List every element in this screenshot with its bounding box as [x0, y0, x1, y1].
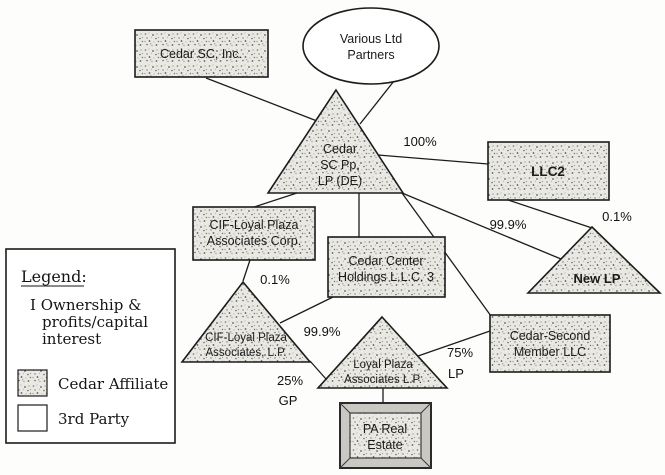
- various-ltd-partners-line1: Various Ltd: [340, 32, 402, 46]
- node-cedar-sc-pp: Cedar SC Pp, LP (DE): [266, 88, 405, 194]
- node-cif-loyal-plaza-corp: CIF-Loyal Plaza Associates Corp.: [192, 206, 316, 261]
- edge-llc2-to-newlp: [507, 199, 593, 229]
- new-lp-label: New LP: [574, 271, 621, 286]
- edge-cedarscinc-to-cedarscpp: [205, 77, 318, 122]
- legend-note-line2: profits/capital: [42, 313, 148, 331]
- node-pa-real-estate: PA Real Estate: [339, 402, 432, 469]
- cedar-sc-pp-triangle: [266, 88, 405, 194]
- cif-corp-line2: Associates Corp.: [207, 234, 301, 248]
- node-llc2: LLC2: [487, 141, 610, 201]
- edge-loyalplaza-to-cedarsecond: [417, 330, 491, 357]
- edge-label-lp-role: LP: [448, 366, 464, 381]
- edge-cedarscpp-to-cifcorp: [253, 192, 298, 208]
- pa-frame-bevel-bl: [339, 457, 351, 469]
- cedar-sc-pp-line2: SC Pp,: [320, 158, 360, 172]
- legend-swatch-3rd-party: [17, 404, 48, 432]
- cif-corp-line1: CIF-Loyal Plaza: [210, 218, 299, 232]
- edge-cifcorp-to-ciflp: [242, 259, 251, 282]
- legend-title: Legend:: [21, 267, 87, 286]
- cedar-center-line1: Cedar Center: [348, 254, 423, 268]
- pa-frame-bevel-tr: [420, 402, 432, 414]
- legend-label-3rd-party: 3rd Party: [58, 410, 130, 428]
- edge-label-0-1pct-top: 0.1%: [602, 209, 632, 224]
- llc2-box: [487, 141, 610, 201]
- new-lp-triangle: [526, 225, 662, 294]
- cedar-sc-inc-box: [134, 29, 269, 78]
- legend-note-line1: I Ownership &: [30, 296, 141, 314]
- node-cif-loyal-plaza-lp: CIF-Loyal Plaza Associates, L.P.: [180, 280, 312, 363]
- edge-label-100pct: 100%: [403, 134, 437, 149]
- edge-label-99-9pct-mid: 99.9%: [304, 324, 341, 339]
- edge-cedarcenter-to-ciflp: [279, 296, 334, 324]
- cedar-second-box: [489, 314, 611, 373]
- edge-label-0-1pct-left: 0.1%: [260, 272, 290, 287]
- edge-label-25pct: 25%: [277, 373, 303, 388]
- edge-cedarscpp-to-newlp: [401, 192, 562, 260]
- cedar-sc-inc-label: Cedar SC, Inc.: [160, 47, 242, 61]
- legend-label-cedar-affiliate: Cedar Affiliate: [58, 375, 168, 393]
- cif-lp-line1: CIF-Loyal Plaza: [205, 332, 287, 344]
- node-cedar-center-holdings: Cedar Center Holdings L.L.C. 3: [327, 236, 446, 298]
- llc2-label: LLC2: [531, 164, 565, 179]
- cif-lp-line2: Associates, L.P.: [206, 347, 287, 359]
- legend: Legend: I Ownership & profits/capital in…: [5, 248, 176, 444]
- cedar-second-line2: Member LLC: [514, 345, 586, 359]
- loyal-plaza-line2: Associates L.P.: [344, 374, 422, 386]
- edge-variousltd-to-cedarscpp: [359, 80, 395, 125]
- cedar-second-line1: Cedar-Second: [510, 329, 591, 343]
- node-various-ltd-partners: Various Ltd Partners: [302, 7, 440, 85]
- node-new-lp: New LP: [526, 225, 662, 294]
- edge-cedarscpp-to-cedarsecond: [401, 192, 492, 317]
- pa-real-estate-box: [349, 412, 422, 459]
- pa-frame-bevel-tl: [339, 402, 351, 414]
- node-loyal-plaza-associates: Loyal Plaza Associates L.P.: [316, 315, 449, 389]
- loyal-plaza-triangle: [316, 315, 449, 389]
- edge-label-gp-role: GP: [279, 393, 298, 408]
- cedar-sc-pp-line3: LP (DE): [318, 174, 362, 188]
- pa-frame-bevel-br: [420, 457, 432, 469]
- cedar-center-line2: Holdings L.L.C. 3: [338, 270, 434, 284]
- pa-real-estate-line1: PA Real: [363, 422, 407, 436]
- edge-cedarscpp-to-llc2: [377, 154, 489, 165]
- legend-note-line3: interest: [42, 330, 101, 348]
- edge-ciflp-to-loyalplaza: [309, 360, 327, 380]
- cedar-sc-pp-line1: Cedar: [323, 142, 357, 156]
- various-ltd-partners-ellipse: [302, 7, 440, 85]
- cedar-center-box: [327, 236, 446, 298]
- loyal-plaza-line1: Loyal Plaza: [353, 359, 413, 371]
- pa-real-estate-line2: Estate: [367, 438, 402, 452]
- node-cedar-second-member: Cedar-Second Member LLC: [489, 314, 611, 373]
- cif-corp-box: [192, 206, 316, 261]
- edge-label-75pct: 75%: [447, 345, 473, 360]
- edge-label-99-9pct-top: 99.9%: [490, 217, 527, 232]
- node-cedar-sc-inc: Cedar SC, Inc.: [134, 29, 269, 78]
- cif-lp-triangle: [180, 280, 312, 363]
- legend-swatch-cedar-affiliate: [17, 369, 48, 397]
- various-ltd-partners-line2: Partners: [347, 48, 394, 62]
